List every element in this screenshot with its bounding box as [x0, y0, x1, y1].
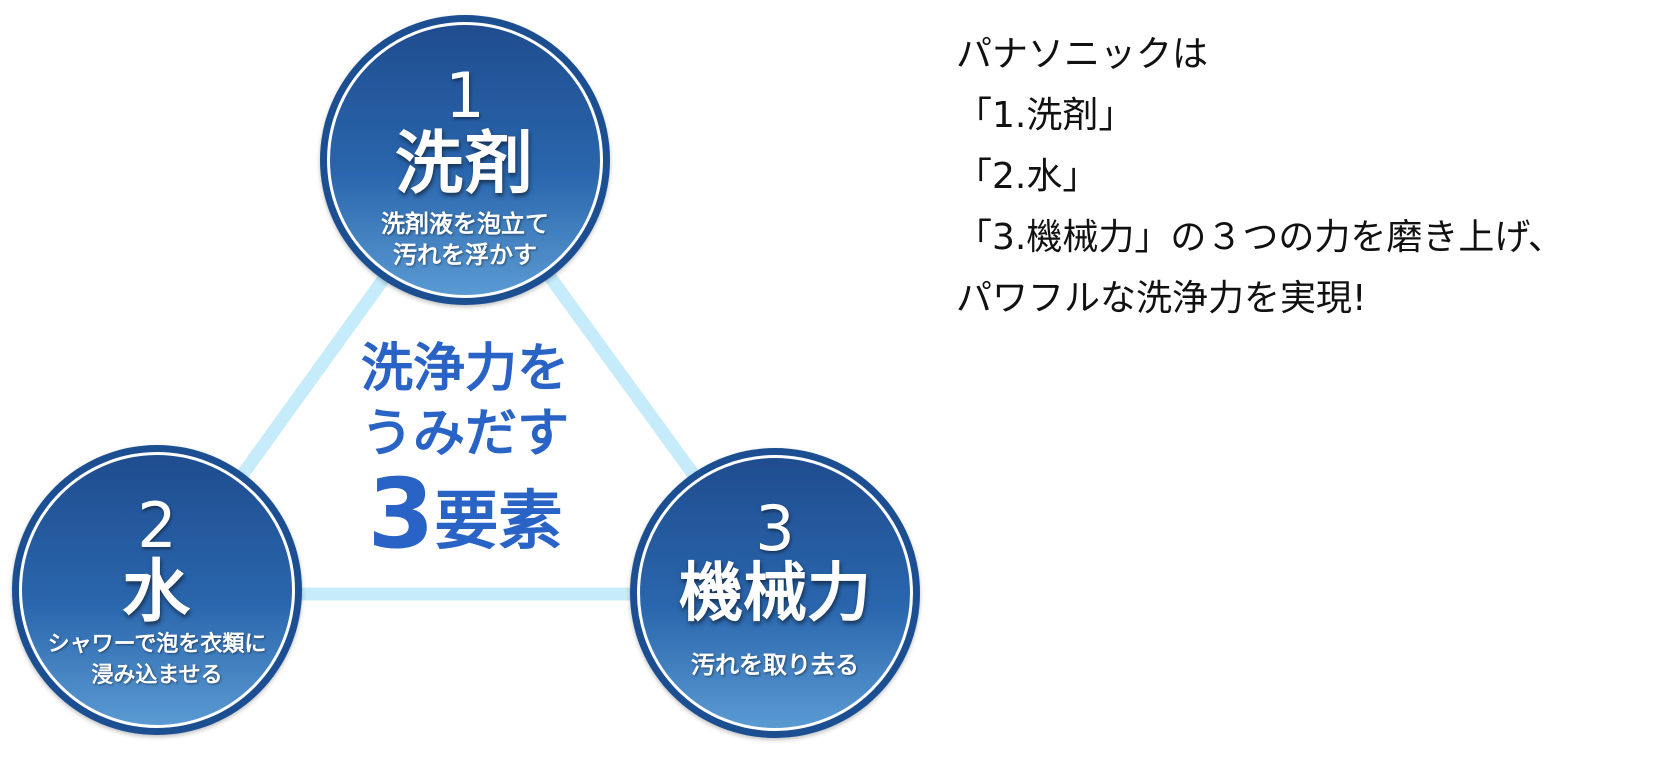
- center-caption-line-1: 洗浄力を: [360, 339, 569, 399]
- element-circle-detergent: 1 洗剤 洗剤液を泡立て 汚れを浮かす: [320, 15, 610, 305]
- element-circle-mechanical-power: 3 機械力 汚れを取り去る: [630, 448, 920, 738]
- description-line: 「2.水」: [956, 156, 1099, 197]
- element-circle-water: 2 水 シャワーで泡を衣類に 浸み込ませる: [12, 445, 302, 735]
- element-number: 1: [445, 59, 485, 132]
- description-line: 「1.洗剤」: [956, 95, 1135, 136]
- element-circle-inner: 3 機械力 汚れを取り去る: [637, 455, 913, 731]
- element-description-line: 洗剤液を泡立て: [381, 210, 549, 238]
- triangle-connector: [234, 266, 702, 601]
- connector-line-1-3: [539, 266, 702, 482]
- three-elements-diagram: 1 洗剤 洗剤液を泡立て 汚れを浮かす 2 水 シャワーで泡を衣類に 浸み込ませ…: [12, 15, 920, 738]
- element-number: 3: [755, 492, 795, 565]
- description-line: 「3.機械力」の３つの力を磨き上げ、: [956, 217, 1564, 258]
- description-line: パワフルな洗浄力を実現!: [956, 278, 1367, 319]
- element-title: 洗剤: [394, 125, 535, 204]
- description-text: パナソニックは 「1.洗剤」 「2.水」 「3.機械力」の３つの力を磨き上げ、 …: [956, 24, 1646, 329]
- element-title: 機械力: [679, 557, 871, 631]
- element-description: 汚れを取り去る: [650, 650, 900, 681]
- center-caption-line-2: うみだす: [360, 404, 569, 464]
- element-circle-inner: 2 水 シャワーで泡を衣類に 浸み込ませる: [19, 452, 295, 728]
- element-description-line: 浸み込ませる: [91, 663, 223, 688]
- element-description-line: 汚れを浮かす: [393, 241, 537, 269]
- element-title: 水: [121, 553, 192, 632]
- description-line: パナソニックは: [956, 34, 1209, 75]
- element-description: 洗剤液を泡立て 汚れを浮かす: [340, 209, 590, 271]
- element-description: シャワーで泡を衣類に 浸み込ませる: [26, 629, 288, 691]
- center-caption-number: 3: [367, 458, 435, 570]
- element-description-line: シャワーで泡を衣類に: [47, 632, 267, 657]
- element-number: 2: [137, 489, 177, 562]
- element-circle-inner: 1 洗剤 洗剤液を泡立て 汚れを浮かす: [327, 22, 603, 298]
- connector-line-1-2: [234, 266, 396, 482]
- element-description-line: 汚れを取り去る: [691, 651, 859, 679]
- center-caption-line-3: 3要素: [330, 466, 600, 562]
- center-caption-word: 要素: [434, 485, 563, 559]
